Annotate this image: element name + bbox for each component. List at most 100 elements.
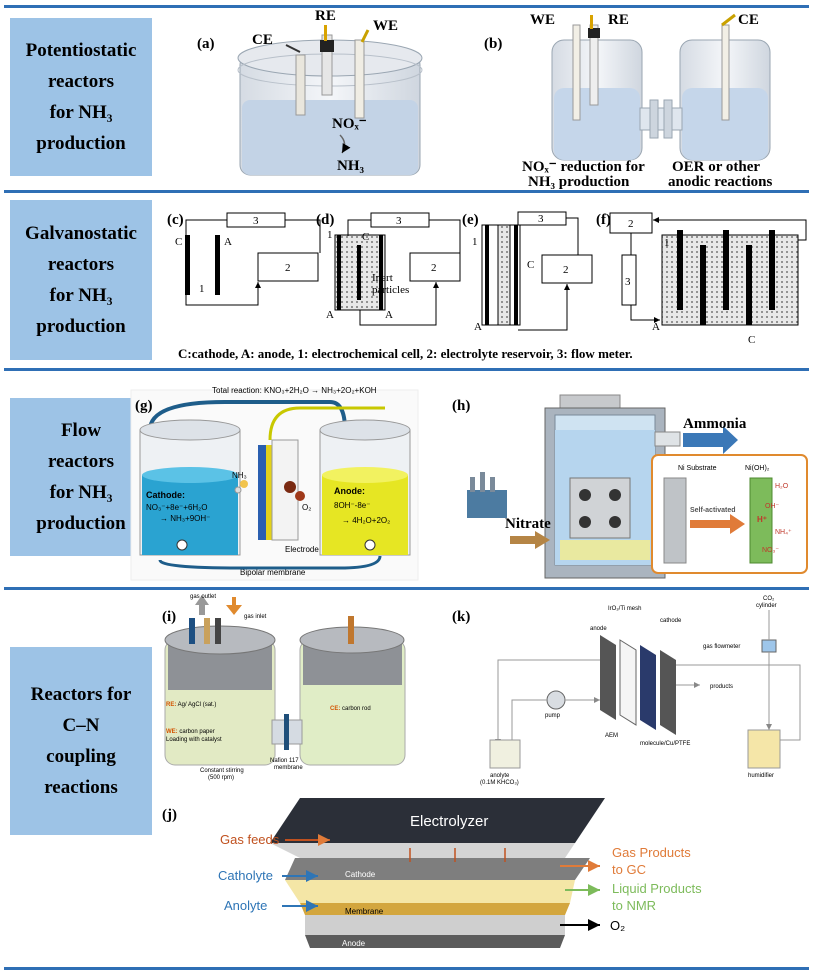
pump-label: pump — [545, 713, 561, 719]
molecule-label: molecule/Cu/PTFE — [640, 741, 690, 747]
reservoir-label: 2 — [431, 262, 437, 274]
anode-label: A — [474, 321, 482, 333]
right-chamber-caption-2: anodic reactions — [668, 174, 772, 190]
cathode-reaction: NO₃⁻+8e⁻+6H₂O — [146, 503, 208, 512]
h2o-label: H₂O — [775, 483, 789, 490]
section-divider — [4, 587, 809, 590]
panel-i-letter: (i) — [162, 609, 176, 625]
stirring-label: Constant stirring — [200, 768, 244, 774]
left-chamber-caption: NOₓ⁻ reduction for — [522, 159, 645, 175]
panel-d-circuit: (d) 3 2 1 C A A Inert particles — [316, 212, 461, 326]
self-activated-label: Self-activated — [690, 507, 736, 514]
flow-meter-label: 3 — [538, 213, 544, 225]
re-label-i: RE: Ag/ AgCl (sat.) — [166, 702, 216, 708]
section-divider — [4, 967, 809, 970]
section-divider — [4, 5, 809, 8]
nitrate-label: Nitrate — [505, 516, 551, 532]
panel-h-letter: (h) — [452, 398, 470, 414]
anode-reaction-2: → 4H₂O+2O₂ — [342, 516, 390, 525]
we-label-i: WE: carbon paper — [166, 729, 215, 735]
panel-h-flow-reactor: (h) Ammonia Nitrate Ni Substrate Ni(OH)₂… — [452, 394, 808, 579]
panel-j-electrolyzer: (j) Electrolyzer Cathode Membrane Anode … — [162, 798, 702, 948]
irox-label: IrO₂/Ti mesh — [608, 606, 641, 612]
cathode-label: Cathode — [345, 870, 376, 879]
panel-c-circuit: (c) 3 2 C A 1 — [167, 212, 321, 306]
nafion-label: Nafion 117 — [270, 758, 299, 764]
ni-oh-label: Ni(OH)₂ — [745, 465, 770, 472]
panel-c-letter: (c) — [167, 212, 184, 228]
nh3-label: NH₃ — [337, 158, 365, 174]
cell-label: 1 — [199, 283, 205, 295]
nox-label: NOₓ⁻ — [332, 116, 367, 132]
cathode-label: C — [175, 236, 182, 248]
panel-b-h-cell: (b) WE RE CE NOₓ⁻ reduction for NH₃ prod… — [484, 12, 772, 190]
cell-label: 1 — [472, 236, 478, 248]
flow-meter-label: 3 — [625, 276, 631, 288]
cathode-label: Cathode: — [146, 490, 185, 500]
cathode-reaction-2: → NH₃+9OH⁻ — [160, 514, 210, 523]
gas-products-label: Gas Products — [612, 845, 691, 860]
right-chamber-caption: OER or other — [672, 159, 760, 175]
membrane-label: Membrane — [345, 907, 384, 916]
liquid-products-label: Liquid Products — [612, 881, 702, 896]
anode-label: A — [326, 309, 334, 321]
panel-k-letter: (k) — [452, 609, 470, 625]
anode-label: A — [652, 321, 660, 333]
inert-label-2: particles — [372, 284, 409, 296]
anode-label: A — [224, 236, 232, 248]
stirring-rate: (500 rpm) — [208, 775, 234, 781]
galvanostatic-caption: C:cathode, A: anode, 1: electrochemical … — [178, 346, 633, 361]
panel-j-letter: (j) — [162, 807, 177, 823]
panel-a-potentiostatic-cell: (a) CE RE WE NOₓ⁻ NH₃ — [197, 8, 423, 176]
reservoir-label: 2 — [563, 264, 569, 276]
o2-label: O₂ — [302, 503, 311, 512]
ni-substrate-label: Ni Substrate — [678, 465, 717, 472]
section-divider — [4, 190, 809, 193]
cathode-label: C — [527, 259, 534, 271]
gas-outlet-label: gas outlet — [190, 594, 216, 600]
panel-e-letter: (e) — [462, 212, 479, 228]
cathode-label: C — [748, 334, 755, 346]
inert-label: Inert — [372, 272, 393, 284]
left-chamber-caption-2: NH₃ production — [528, 174, 630, 190]
total-reaction: Total reaction: KNO₃+2H₂O → NH₃+2O₂+KOH — [212, 386, 377, 395]
we-label-b: WE — [530, 12, 555, 28]
humidifier-label: humidifier — [748, 773, 774, 779]
panel-k-flow-cell: (k) CO₂ cylinder gas flowmeter humidifie… — [452, 596, 801, 786]
gas-flowmeter-label: gas flowmeter — [703, 644, 740, 650]
anode-reaction: 8OH⁻-8e⁻ — [334, 501, 370, 510]
cell-label: 1 — [664, 237, 670, 249]
electrode-label: Electrode — [285, 545, 319, 554]
hplus-label: H⁺ — [757, 515, 767, 524]
panel-g-letter: (g) — [135, 398, 153, 414]
products-label: products — [710, 684, 733, 690]
cell-label: 1 — [327, 229, 333, 241]
liquid-products-dest: to NMR — [612, 898, 656, 913]
panel-e-circuit: (e) 3 2 1 C A — [462, 211, 593, 333]
anode-label: Anode — [342, 939, 366, 948]
anode-label: A — [385, 309, 393, 321]
o2-label: O₂ — [610, 918, 625, 933]
reservoir-label: 2 — [285, 262, 291, 274]
re-label-b: RE — [608, 12, 629, 28]
anolyte-label: anolyte — [490, 773, 510, 779]
section-divider — [4, 368, 809, 371]
aem-label: AEM — [605, 733, 618, 739]
we-label: WE — [373, 18, 398, 34]
catholyte-label: Catholyte — [218, 868, 273, 883]
electrolyzer-label: Electrolyzer — [410, 813, 488, 830]
co2-label: CO₂ — [763, 596, 775, 602]
panel-f-letter: (f) — [596, 212, 611, 228]
gas-products-dest: to GC — [612, 862, 646, 877]
panel-f-circuit: (f) 2 3 1 A C — [596, 212, 807, 346]
cathode-label: C — [362, 231, 369, 243]
membrane-label: membrane — [274, 765, 303, 771]
oh-label: OH⁻ — [765, 503, 780, 510]
catalyst-label: Loading with catalyst — [166, 737, 222, 743]
gas-inlet-label: gas inlet — [244, 614, 267, 620]
anolyte-concentration: (0.1M KHCO₃) — [480, 780, 519, 786]
